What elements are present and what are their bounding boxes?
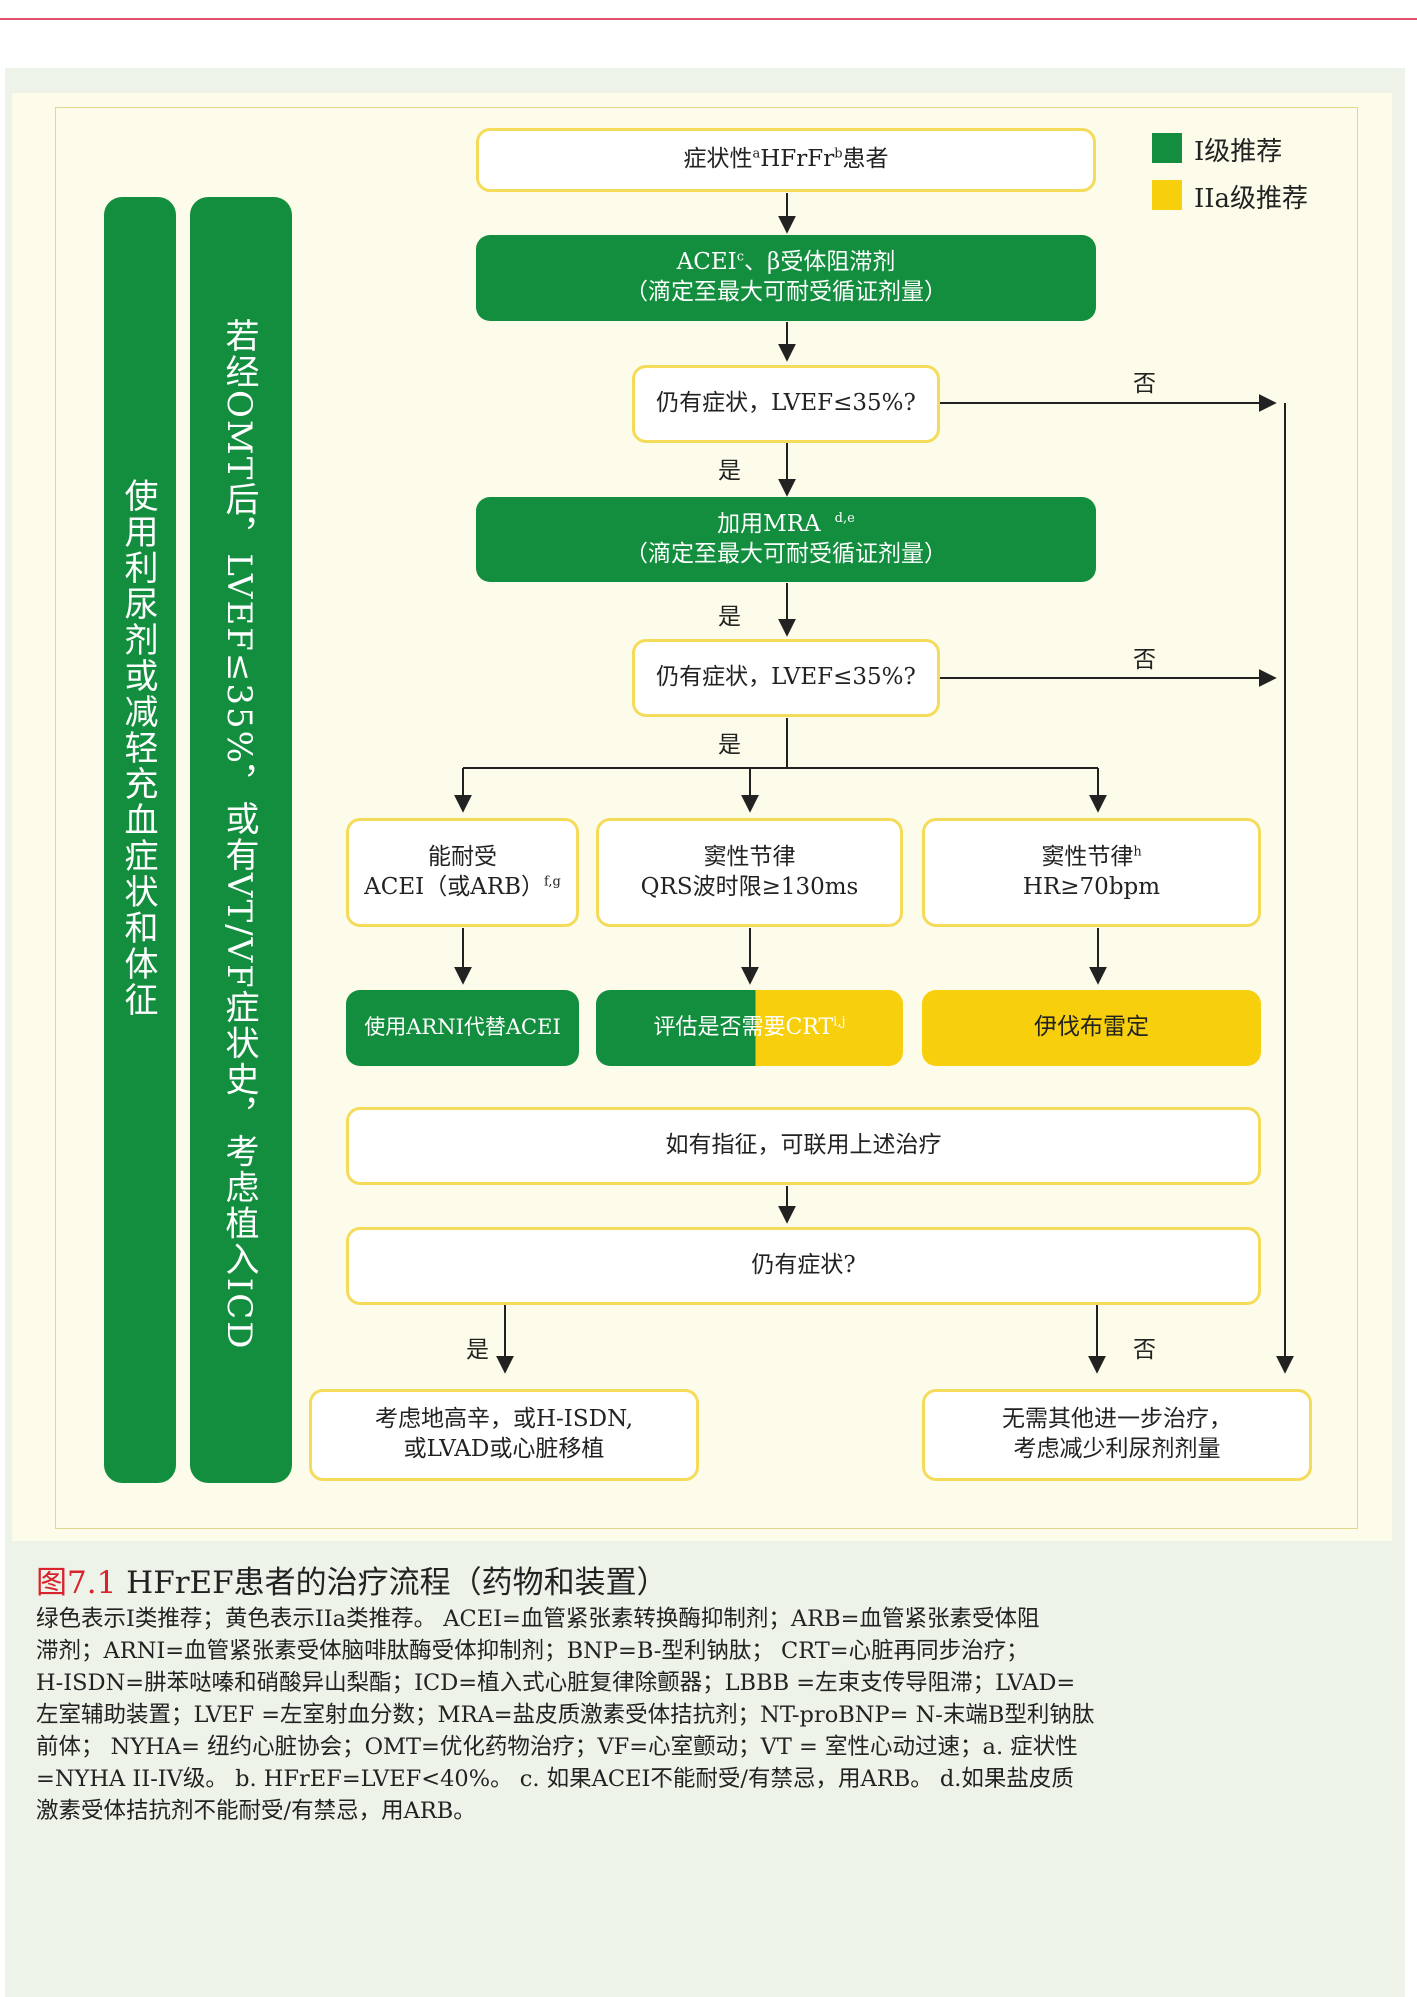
node-start: 症状性aHFrFrb患者 [476,128,1096,192]
edge-label-q3-yes: 是 [466,1337,489,1363]
figure-caption: 图7.1 HFrEF患者的治疗流程（药物和装置） 绿色表示I类推荐；黄色表示II… [36,1563,1376,1827]
diuretics-bar [104,197,176,1483]
node-no-further-treatment: 无需其他进一步治疗， 考虑减少利尿剂剂量 [922,1389,1312,1481]
caption-line: 左室辅助装置；LVEF =左室射血分数；MRA=盐皮质激素受体拮抗剂；NT-pr… [36,1702,1095,1728]
node-q3-still-symptomatic: 仍有症状? [346,1227,1261,1305]
caption-body: 绿色表示I类推荐；黄色表示IIa类推荐。 ACEI=血管紧张素转换酶抑制剂；AR… [36,1603,1376,1827]
caption-title: 图7.1 HFrEF患者的治疗流程（药物和装置） [36,1565,668,1601]
caption-line: 绿色表示I类推荐；黄色表示IIa类推荐。 ACEI=血管紧张素转换酶抑制剂；AR… [36,1606,1040,1632]
edge-label-q2-no: 否 [1133,647,1156,673]
caption-figure-number: 图7.1 [36,1565,117,1601]
icd-bar [190,197,292,1483]
caption-line: 激素受体拮抗剂不能耐受/有禁忌，用ARB。 [36,1798,476,1824]
legend-class1-swatch [1152,133,1182,163]
node-acei-beta-blocker: ACEIc、β受体阻滞剂 （滴定至最大可耐受循证剂量） [476,235,1096,321]
caption-line: 滞剂；ARNI=血管紧张素受体脑啡肽酶受体抑制剂；BNP=B-型利钠肽； CRT… [36,1638,1029,1664]
edge-label-q1-yes: 是 [718,458,741,484]
edge-label-mra-yes: 是 [718,604,741,630]
legend-class1-label: I级推荐 [1194,137,1283,167]
page-top-rule [0,18,1417,20]
node-ivabradine: 伊伐布雷定 [922,990,1261,1066]
diuretics-bar-text: 使用利尿剂或减轻充血症状和体征 [118,478,158,1018]
node-sinus-qrs: 窦性节律 QRS波时限≥130ms [596,818,903,927]
caption-line: =NYHA II-IV级。 b. HFrEF=LVEF<40%。 c. 如果AC… [36,1766,1074,1792]
node-combine: 如有指征，可联用上述治疗 [346,1107,1261,1185]
diagram-frame [55,107,1358,1529]
edge-label-q1-no: 否 [1133,371,1156,397]
node-crt: 评估是否需要CRTi,j [596,990,903,1066]
edge-label-q2-yes: 是 [718,732,741,758]
node-q1-still-symptomatic: 仍有症状，LVEF≤35%? [632,365,940,443]
icd-bar-text: 若经OMT后，LVEF≤35%，或有VT/VF症状史，考虑植入ICD [219,318,259,1351]
caption-line: H-ISDN=肼苯哒嗪和硝酸异山梨酯；ICD=植入式心脏复律除颤器；LBBB =… [36,1670,1076,1696]
node-arni: 使用ARNI代替ACEI [346,990,579,1066]
legend-class2a-swatch [1152,180,1182,210]
node-sinus-hr: 窦性节律h HR≥70bpm [922,818,1261,927]
node-tolerate-acei: 能耐受 ACEI（或ARB）f,g [346,818,579,927]
caption-line: 前体； NYHA= 纽约心脏协会；OMT=优化药物治疗；VF=心室颤动；VT =… [36,1734,1078,1760]
edge-label-q3-no: 否 [1133,1337,1156,1363]
legend-class2a-label: IIa级推荐 [1194,184,1309,214]
node-q2-still-symptomatic: 仍有症状，LVEF≤35%? [632,639,940,717]
node-digoxin: 考虑地高辛，或H-ISDN, 或LVAD或心脏移植 [309,1389,699,1481]
